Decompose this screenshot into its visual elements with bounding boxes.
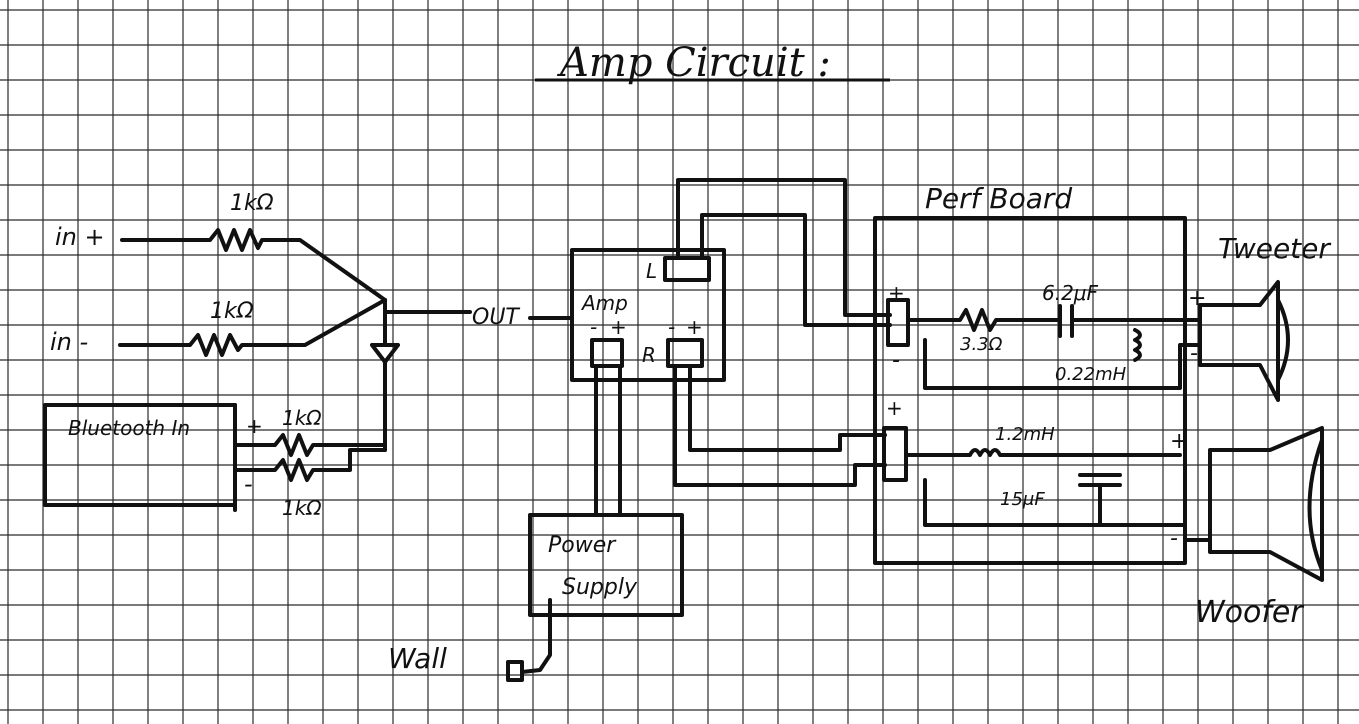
tweeter-resistor-label: 3.3Ω <box>960 334 1003 355</box>
power-supply-box <box>528 513 684 617</box>
perf-tweeter-terminal <box>886 298 910 347</box>
power-supply-line2: Supply <box>562 575 638 600</box>
amp-power-minus: - <box>590 315 597 339</box>
tweeter-plus: + <box>1188 286 1206 311</box>
tweeter-label: Tweeter <box>1218 232 1331 265</box>
labels: in + in - 1kΩ 1kΩ OUT Bluetooth In + - 1… <box>50 182 1331 675</box>
in-plus-wire <box>120 228 387 302</box>
wall-cord <box>520 598 552 674</box>
perf-woofer-plus: + <box>886 396 903 420</box>
woofer-cap-label: 15μF <box>1000 489 1045 510</box>
perf-tweeter-minus: - <box>892 348 900 373</box>
perf-board <box>873 216 1187 565</box>
amp-right-minus: - <box>668 315 675 339</box>
woofer <box>1208 426 1324 582</box>
wall-label: Wall <box>388 642 447 675</box>
right-output-wire <box>673 364 887 487</box>
bluetooth-label: Bluetooth In <box>68 416 190 440</box>
woofer-inductor-label: 1.2mH <box>995 424 1055 445</box>
woofer-minus: - <box>1170 526 1178 551</box>
bt-plus-label: + <box>246 414 263 438</box>
perf-tweeter-plus: + <box>888 281 905 305</box>
perf-woofer-terminal <box>882 426 908 482</box>
woofer-cap <box>1078 473 1122 527</box>
amp-right-terminal <box>666 338 704 368</box>
in-minus-label: in - <box>50 328 88 356</box>
r-in-minus-label: 1kΩ <box>210 299 254 324</box>
perf-board-label: Perf Board <box>925 182 1072 215</box>
woofer-inductor <box>904 448 1182 457</box>
amp-right-label: R <box>642 343 656 367</box>
bt-r-bottom-label: 1kΩ <box>282 496 322 520</box>
title: Amp Circuit : <box>556 40 831 86</box>
out-label: OUT <box>472 305 520 330</box>
amp-left-terminal <box>663 256 711 282</box>
tweeter-inductor <box>1133 328 1142 362</box>
left-output-wire <box>676 178 892 317</box>
title-block: Amp Circuit : <box>535 40 890 86</box>
bt-minus-wire <box>233 448 387 482</box>
amp-power-terminal <box>590 338 624 368</box>
woofer-label: Woofer <box>1195 595 1304 630</box>
amp-power-plus: + <box>610 315 627 339</box>
amp-box <box>570 248 726 382</box>
diode-wire <box>370 310 400 452</box>
bt-r-top-label: 1kΩ <box>282 406 322 430</box>
amp-left-label: L <box>646 259 657 283</box>
tweeter <box>1198 280 1280 402</box>
tweeter-minus: - <box>1190 341 1198 366</box>
tweeter-crossover-wire <box>906 304 1202 338</box>
r-in-plus-label: 1kΩ <box>230 191 274 216</box>
tweeter-cap-label: 6.2μF <box>1042 281 1099 305</box>
in-plus-label: in + <box>55 223 105 251</box>
woofer-plus: + <box>1170 429 1188 454</box>
amp-label: Amp <box>580 291 628 315</box>
in-minus-wire <box>118 298 387 357</box>
tweeter-inductor-label: 0.22mH <box>1055 364 1127 385</box>
bt-plus-wire <box>233 433 387 457</box>
bt-minus-label: - <box>244 470 253 498</box>
amp-right-plus: + <box>686 315 703 339</box>
power-supply-line1: Power <box>548 533 617 558</box>
